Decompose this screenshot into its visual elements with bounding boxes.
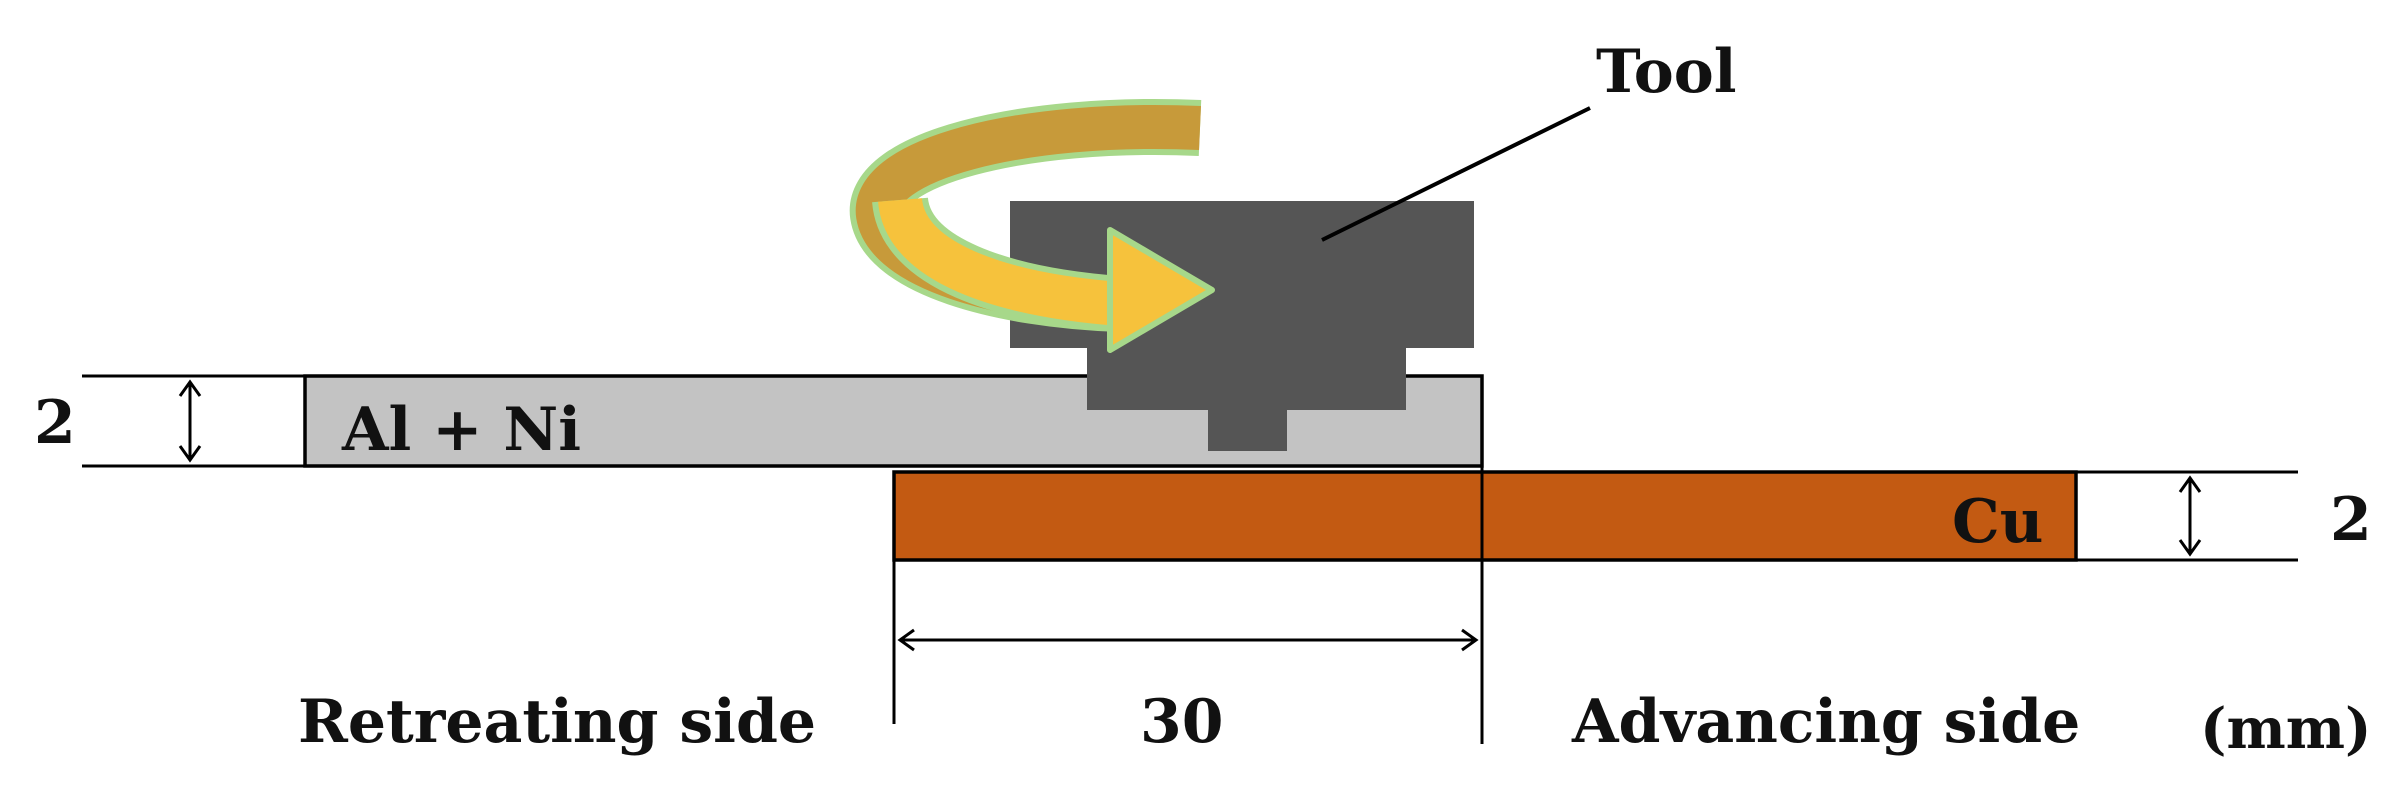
bottom-thickness-dimension [2076, 470, 2298, 562]
units-label: (mm) [2200, 696, 2372, 762]
top-plate-label: Al + Ni [341, 395, 581, 465]
curved-rotation-arrow-icon [849, 99, 1215, 353]
bottom-thickness-label: 2 [2330, 485, 2372, 555]
retreating-side-label: Retreating side [298, 687, 816, 757]
overlap-width-label: 30 [1140, 687, 1224, 757]
tool-leader-line [1321, 106, 1591, 242]
bottom-plate [892, 470, 2078, 562]
bottom-plate-label: Cu [1952, 487, 2043, 557]
tool-label: Tool [1596, 37, 1737, 107]
top-thickness-label: 2 [34, 388, 76, 458]
advancing-side-label: Advancing side [1571, 687, 2080, 757]
top-thickness-dimension [82, 374, 305, 468]
overlap-width-dimension [892, 466, 1484, 744]
